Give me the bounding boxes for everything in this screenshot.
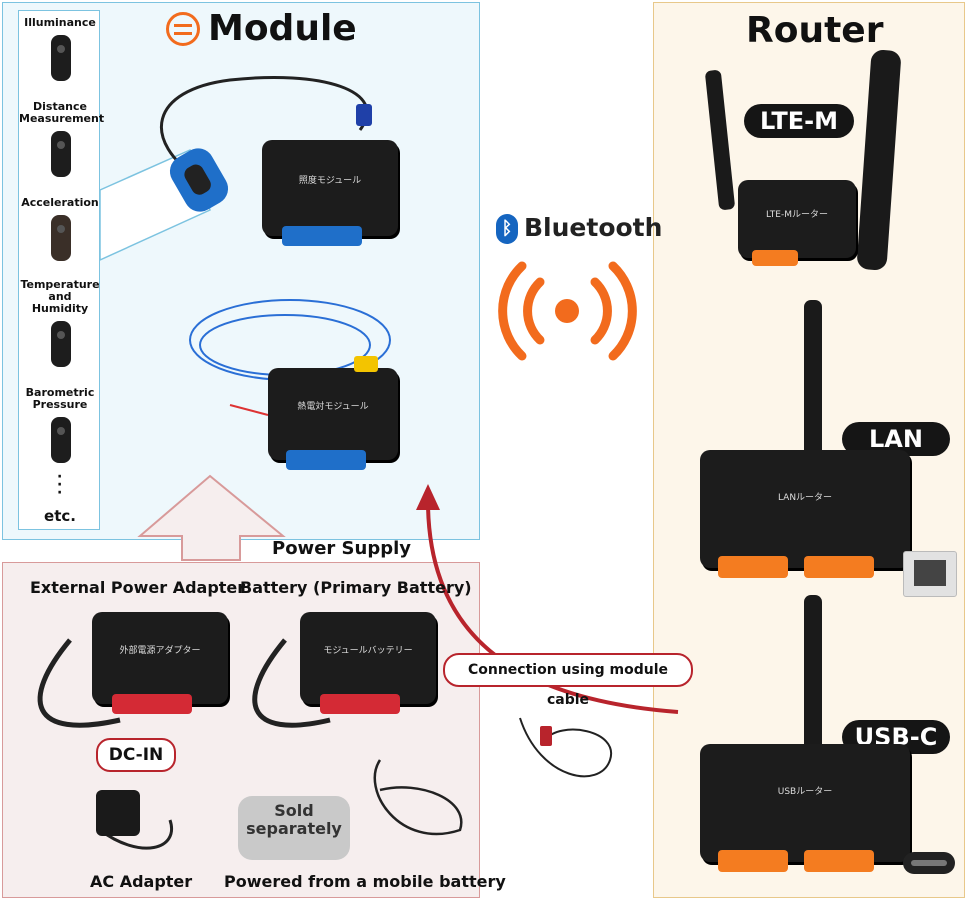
battery-device: モジュールバッテリー [300,612,436,714]
power-supply-title: Power Supply [272,538,411,559]
lan-orange-clip-right [804,556,874,578]
lan-orange-clip-left [718,556,788,578]
sensor-etc-label: etc. [44,507,76,525]
bluetooth-center-dot [555,299,579,323]
bluetooth-waves [498,261,637,361]
lan-router-device: LANルーター [700,450,910,578]
lan-port-icon [903,551,957,597]
bluetooth-icon: ᛒ [496,214,518,244]
sensor-temperature-label: Temperature and Humidity [20,278,100,315]
module-plug-icon [356,104,372,126]
mobile-battery-icon: Sold separately [238,796,350,860]
module-logo-icon [166,12,200,46]
module-blue-clip [282,226,362,246]
ext-power-cable [37,638,121,728]
usb-orange-clip-right [804,850,874,872]
router-orange-clip [752,250,798,266]
module-cable [160,76,369,182]
usb-antenna [804,595,822,755]
router-lte-m-badge: LTE-M [744,104,854,138]
ellipsis-dots: ··· [57,469,63,501]
usb-orange-clip-left [718,850,788,872]
battery-cable [252,638,331,728]
sensor-illuminance-label: Illuminance [24,16,96,29]
thermo-tip [229,404,269,416]
sensor-acceleration-icon [51,215,71,261]
sensor-list: Illuminance Distance Measurement Acceler… [18,10,105,530]
ac-adapter-icon [96,790,140,836]
module-title: Module [208,8,357,49]
sensor-illuminance-icon [51,35,71,81]
usb-cable [373,759,463,836]
usb-c-port-icon [903,852,955,874]
lte-antenna-left [705,70,735,210]
thermocouple-module-device: 熱電対モジュール [268,356,398,470]
lte-antenna-right [857,50,901,270]
mobile-battery-label: Powered from a mobile battery [224,872,506,891]
thermo-yellow-connector [354,356,378,372]
power-red-clip [112,694,192,714]
sensor-distance-label: Distance Measurement [19,100,105,125]
sensor-pressure-label: Barometric Pressure [25,386,95,411]
external-power-device: 外部電源アダプター [92,612,228,714]
module-blue-clip-2 [286,450,366,470]
sensor-pressure-icon [51,417,71,463]
connection-arrowhead [416,484,440,510]
sensor-distance-icon [51,131,71,177]
cable-connector-icon [540,726,552,746]
sensor-temperature-icon [51,321,71,367]
usb-router-text: USBルーター [777,787,833,798]
external-power-device-text: 外部電源アダプター [119,646,201,657]
thermocouple-module-text: 熱電対モジュール [297,402,369,413]
battery-device-text: モジュールバッテリー [323,646,413,657]
lan-antenna [804,300,822,460]
lte-m-router-device: LTE-Mルーター [738,180,856,266]
router-lan-badge: LAN [842,422,950,456]
sold-separately-label: Sold separately [246,801,342,838]
illuminance-module-text: 照度モジュール [298,175,362,186]
router-title: Router [746,10,884,51]
lte-m-router-text: LTE-Mルーター [766,209,828,220]
dc-in-badge: DC-IN [96,738,176,772]
battery-label: Battery (Primary Battery) [240,578,472,597]
external-power-label: External Power Adapter [30,578,246,597]
ac-cable [99,819,173,850]
lan-router-text: LANルーター [777,493,833,504]
sensor-acceleration-label: Acceleration [21,196,99,209]
usb-router-device: USBルーター [700,744,910,872]
power-up-arrow [137,474,286,561]
bluetooth-label: Bluetooth [524,213,663,242]
thermo-wire-2 [199,314,371,376]
power-red-clip-2 [320,694,400,714]
loose-module-cable [519,717,613,778]
illuminance-module-device: 照度モジュール [262,140,398,246]
ac-adapter-label: AC Adapter [90,872,193,891]
connection-label: Connection using module cable [443,653,693,708]
